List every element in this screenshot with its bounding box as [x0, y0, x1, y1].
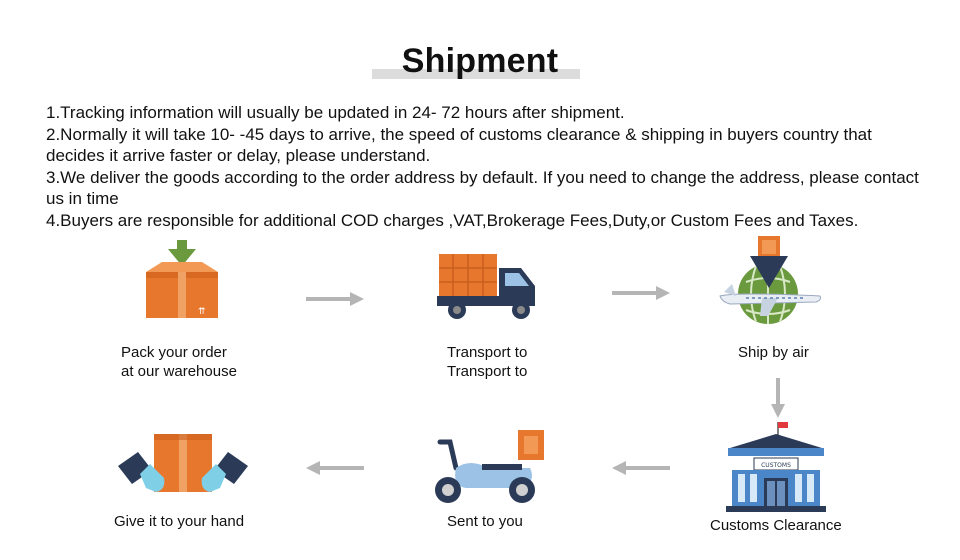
step-hand: [116, 430, 250, 502]
svg-text:⇈: ⇈: [198, 307, 206, 317]
caption-pack: Pack your order at our warehouse: [121, 343, 237, 381]
step-pack: ⇈: [142, 240, 222, 320]
caption-transport: Transport to Transport to: [447, 343, 527, 381]
scooter-icon: [435, 430, 544, 503]
caption-pack-line2: at our warehouse: [121, 363, 237, 380]
shipment-notes: 1.Tracking information will usually be u…: [46, 102, 926, 231]
hands-box-icon: [118, 434, 248, 492]
note-2: 2.Normally it will take 10- -45 days to …: [46, 124, 872, 166]
note-4: 4.Buyers are responsible for additional …: [46, 210, 859, 230]
flow-arrow-right-1: [306, 292, 364, 306]
caption-hand-line1: Give it to your hand: [114, 513, 245, 530]
title-block: Shipment: [0, 40, 960, 90]
customs-building-icon: CUSTOMS: [726, 422, 826, 512]
caption-transport-line2: Transport to: [447, 363, 528, 380]
step-air: [716, 234, 824, 326]
caption-air: Ship by air: [738, 343, 809, 362]
caption-customs: Customs Clearance: [710, 516, 842, 535]
customs-sign-text: CUSTOMS: [761, 462, 791, 469]
page-title: Shipment: [401, 42, 559, 80]
package-box-icon: ⇈: [146, 240, 218, 318]
step-transport: [437, 250, 539, 320]
flow-arrow-right-2: [612, 286, 670, 300]
caption-customs-line1: Customs Clearance: [710, 517, 842, 534]
note-1: 1.Tracking information will usually be u…: [46, 103, 625, 122]
title-underline-bar: [372, 69, 580, 79]
step-sent: [426, 428, 550, 506]
flow-arrow-left-1: [612, 461, 670, 475]
airplane-globe-icon: [719, 236, 821, 324]
flow-arrow-down: [771, 378, 785, 418]
step-customs: CUSTOMS: [724, 420, 828, 514]
flow-arrow-left-2: [306, 461, 364, 475]
caption-sent: Sent to you: [447, 512, 523, 531]
note-3: 3.We deliver the goods according to the …: [46, 167, 919, 209]
caption-transport-line1: Transport to: [447, 344, 528, 361]
truck-icon: [437, 254, 535, 319]
caption-pack-line1: Pack your order: [121, 344, 227, 361]
caption-hand: Give it to your hand: [114, 512, 244, 531]
caption-air-line1: Ship by air: [738, 344, 809, 361]
caption-sent-line1: Sent to you: [447, 513, 523, 530]
